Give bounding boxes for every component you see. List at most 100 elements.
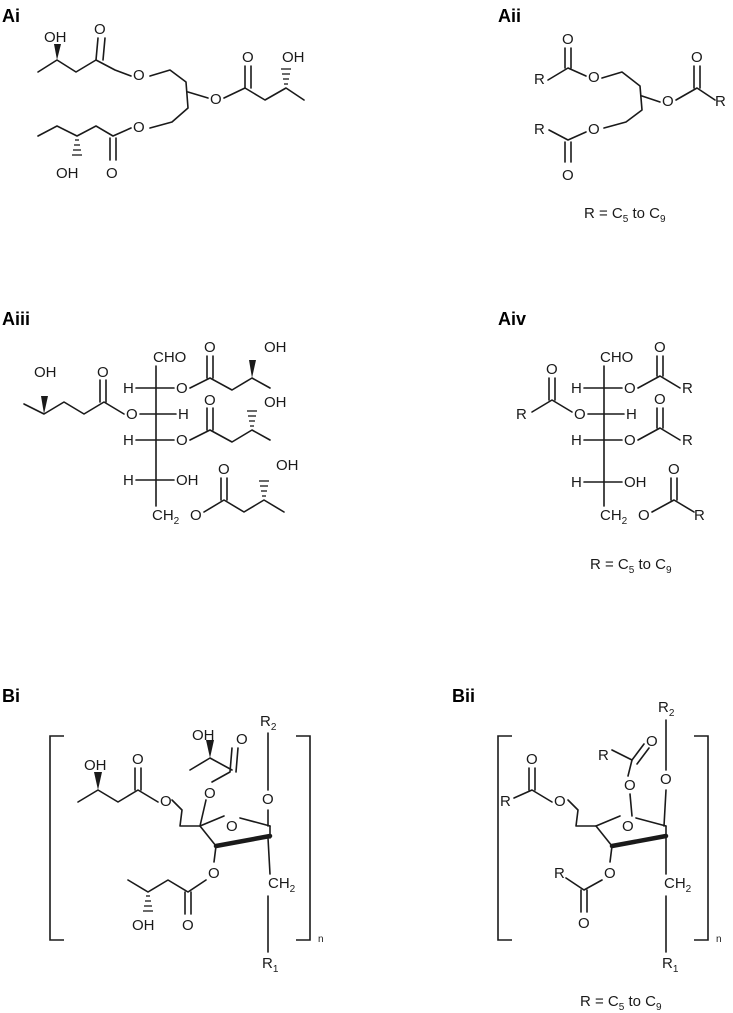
bii-n: n [716, 934, 722, 945]
bi-o-ester-c6: O [160, 793, 172, 810]
aiv-h-1: H [571, 380, 582, 397]
bii-r-c4: R [598, 747, 609, 764]
ai-oh-1: OH [44, 29, 67, 46]
aiii-h-2: H [178, 406, 189, 423]
aii-o-ester-3: O [588, 121, 600, 138]
bi-o-ester-c3: O [208, 865, 220, 882]
bi-oh-2: OH [84, 757, 107, 774]
bi-o-carbonyl-c3: O [182, 917, 194, 934]
structure-aii: R O O O O R O R O R = C5 to C9 [534, 31, 726, 225]
aiii-oh-4: OH [176, 472, 199, 489]
aiv-h-4: H [571, 474, 582, 491]
bi-o-r2: O [262, 791, 274, 808]
aiv-o-1: O [624, 380, 636, 397]
ai-o-carbonyl-2: O [242, 49, 254, 66]
bii-bracket-right [694, 735, 709, 941]
ai-o-ester-2: O [210, 91, 222, 108]
bi-o-carbonyl-c4: O [236, 731, 248, 748]
bii-ring-o: O [622, 818, 634, 835]
bi-oh-1: OH [192, 727, 215, 744]
panel-label-ai: Ai [2, 6, 20, 26]
aiii-o-3: O [176, 432, 188, 449]
ai-oh-3: OH [56, 165, 79, 182]
aiii-oh-1: OH [264, 339, 287, 356]
aiv-o-carbonyl-4: O [668, 461, 680, 478]
aiv-r-3: R [682, 432, 693, 449]
bi-o-carbonyl-c6: O [132, 751, 144, 768]
bii-r-c3: R [554, 865, 565, 882]
bi-r1: R1 [262, 955, 279, 975]
bii-o-ester-c3: O [604, 865, 616, 882]
bii-ch2: CH2 [664, 875, 692, 895]
bii-bracket-left [497, 735, 512, 941]
aiii-o-2: O [126, 406, 138, 423]
bi-ch2: CH2 [268, 875, 296, 895]
aiii-hash-3 [247, 410, 257, 427]
aiv-o-carbonyl-2: O [546, 361, 558, 378]
aii-o-carbonyl-1: O [562, 31, 574, 48]
aiv-cho: CHO [600, 349, 633, 366]
panel-label-aiv: Aiv [498, 309, 526, 329]
aiv-oh: OH [624, 474, 647, 491]
bi-bracket-right [296, 735, 311, 941]
ai-o-carbonyl-1: O [94, 21, 106, 38]
aiii-hash-4 [259, 480, 269, 497]
aii-o-ester-2: O [662, 93, 674, 110]
aiv-r-1: R [682, 380, 693, 397]
structure-aiii: CHO H O O OH O H O OH H O O OH [23, 339, 299, 527]
ai-hash-2 [281, 68, 291, 85]
aiii-o-1: O [176, 380, 188, 397]
aiv-o-2: O [574, 406, 586, 423]
aii-r-3: R [534, 121, 545, 138]
bii-o-carbonyl-c6: O [526, 751, 538, 768]
panel-label-aiii: Aiii [2, 309, 30, 329]
bi-r2: R2 [260, 713, 277, 733]
aiii-h-4: H [123, 472, 134, 489]
bii-r1: R1 [662, 955, 679, 975]
bi-n: n [318, 934, 324, 945]
structure-ai: OH O O O O OH O O OH [37, 21, 305, 182]
aii-o-carbonyl-3: O [562, 167, 574, 184]
bii-o-ester-c6: O [554, 793, 566, 810]
bi-o-ester-c4: O [204, 785, 216, 802]
bi-ring-o: O [226, 818, 238, 835]
aiv-r-2: R [516, 406, 527, 423]
aiii-oh-5: OH [276, 457, 299, 474]
ai-o-ester-1: O [133, 67, 145, 84]
ai-o-carbonyl-3: O [106, 165, 118, 182]
aiv-o-carbonyl-1: O [654, 339, 666, 356]
aiii-cho: CHO [153, 349, 186, 366]
ai-oh-2: OH [282, 49, 305, 66]
aii-o-ester-1: O [588, 69, 600, 86]
aiv-o-carbonyl-3: O [654, 391, 666, 408]
bi-bracket-left [49, 735, 64, 941]
aii-o-carbonyl-2: O [691, 49, 703, 66]
aiv-h-3: H [571, 432, 582, 449]
aiv-h-2: H [626, 406, 637, 423]
aiv-o-4: O [638, 507, 650, 524]
bii-caption: R = C5 to C9 [580, 993, 662, 1013]
bii-r-c6: R [500, 793, 511, 810]
bii-o-ester-c4: O [624, 777, 636, 794]
aiii-o-carbonyl-3: O [204, 392, 216, 409]
aiii-o-carbonyl-2: O [97, 364, 109, 381]
ai-o-ester-3: O [133, 119, 145, 136]
bi-oh-3: OH [132, 917, 155, 934]
aiii-oh-2: OH [34, 364, 57, 381]
bii-o-r2: O [660, 771, 672, 788]
aiii-h-1: H [123, 380, 134, 397]
bii-o-carbonyl-c3: O [578, 915, 590, 932]
aii-r-2: R [715, 93, 726, 110]
aiv-o-3: O [624, 432, 636, 449]
bii-r2: R2 [658, 699, 675, 719]
aii-r-1: R [534, 71, 545, 88]
ai-hash-3 [72, 139, 82, 156]
aii-caption: R = C5 to C9 [584, 205, 666, 225]
bii-o-carbonyl-c4: O [646, 733, 658, 750]
aiv-r-4: R [694, 507, 705, 524]
aiii-ch2: CH2 [152, 507, 180, 527]
panel-label-bii: Bii [452, 686, 475, 706]
panel-label-bi: Bi [2, 686, 20, 706]
